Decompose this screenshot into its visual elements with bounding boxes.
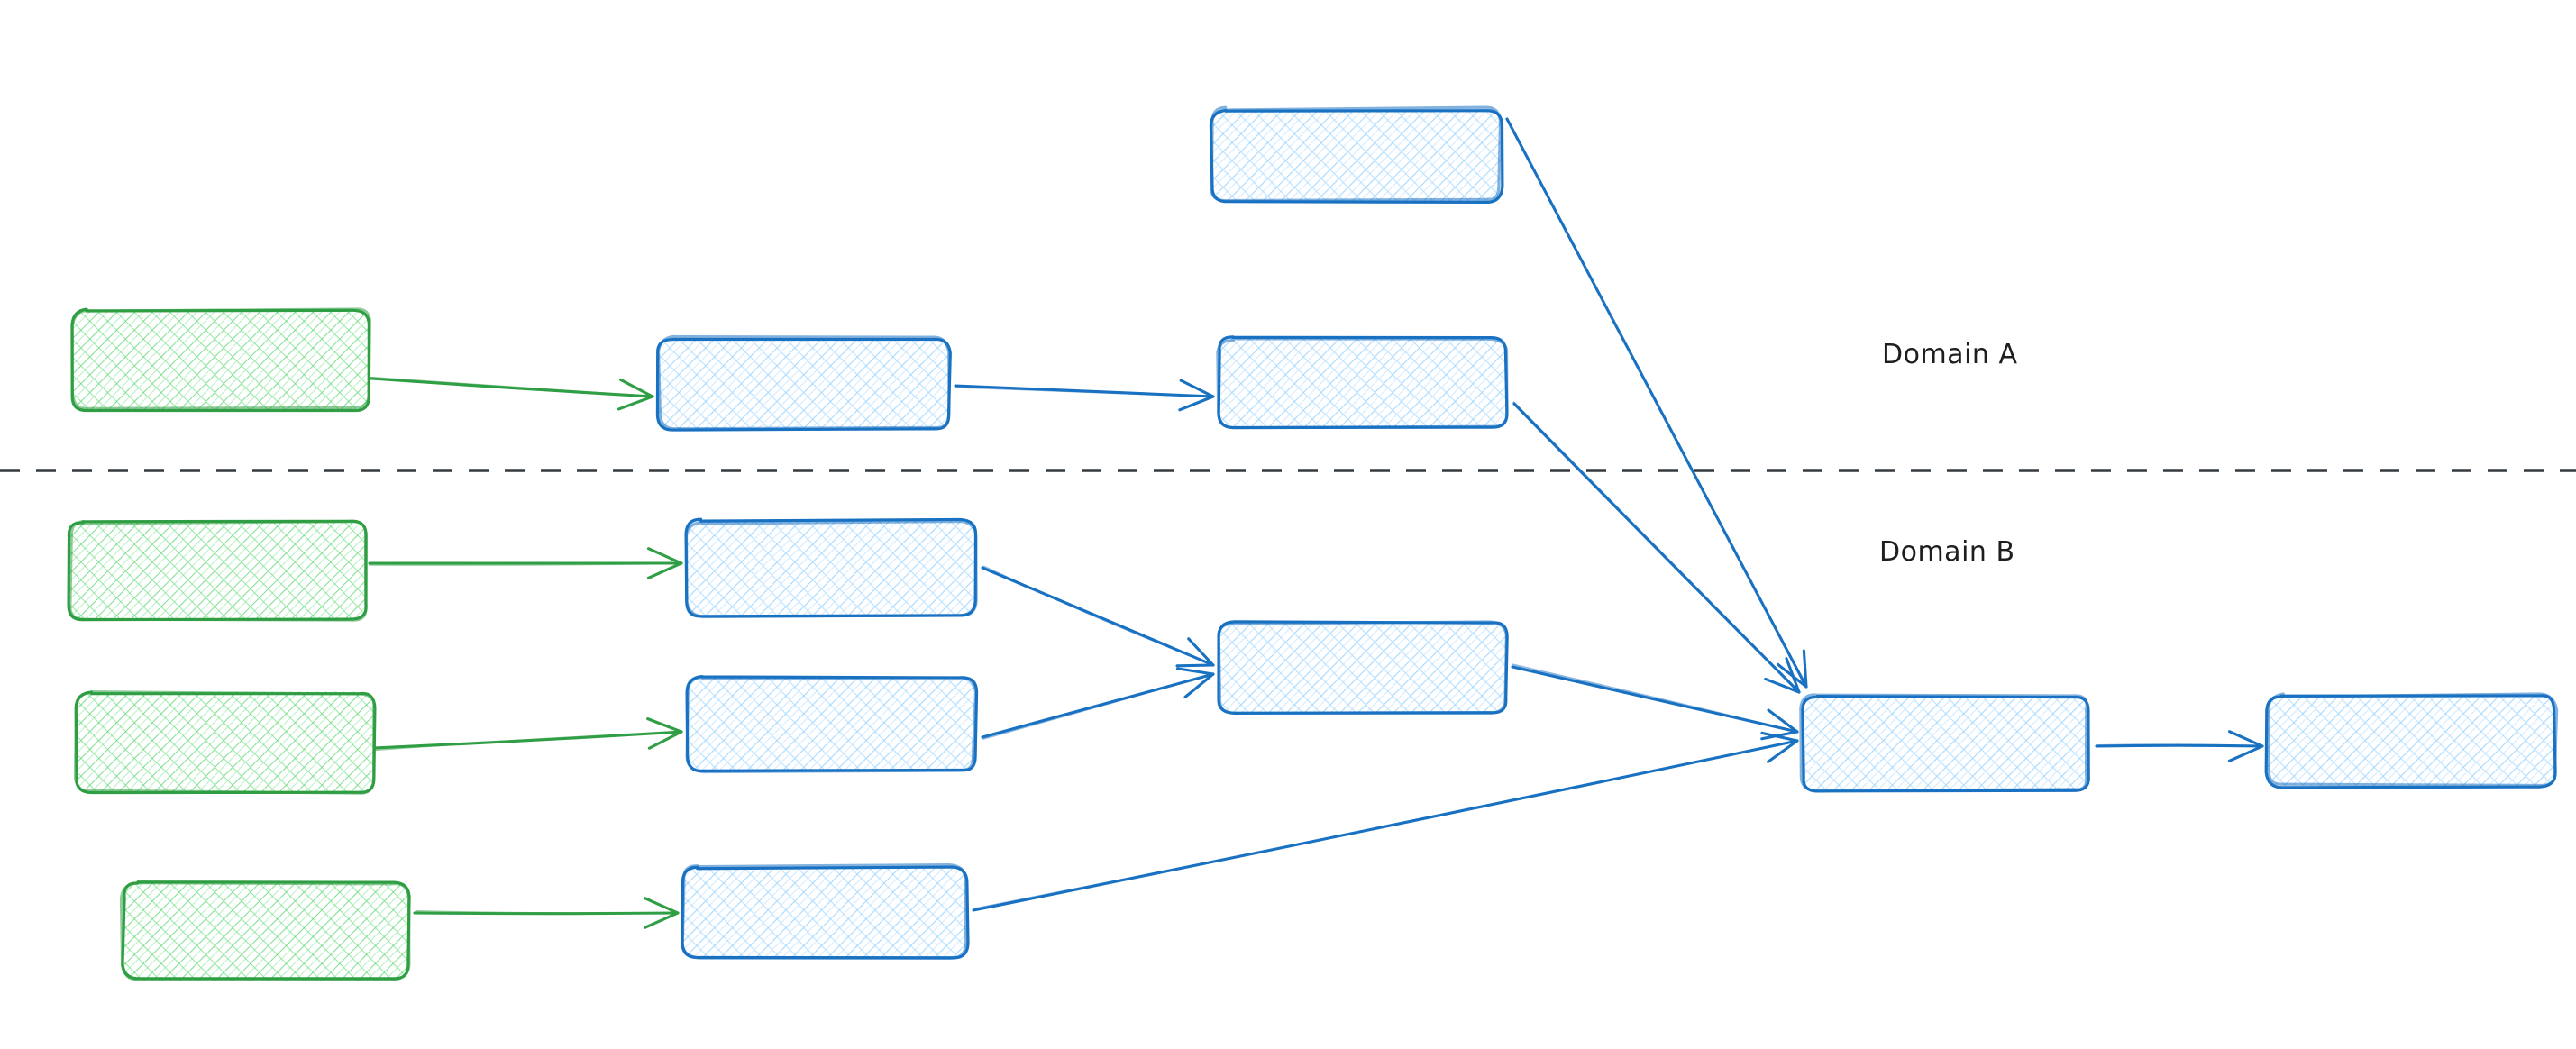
node-b-source-1[interactable] (67, 519, 368, 622)
edge-shaft-ghost (955, 386, 1210, 397)
arrow-head-icon (647, 730, 683, 750)
node-a-stage-2[interactable] (1216, 335, 1509, 430)
arrow-head-icon (1802, 649, 1808, 689)
node-fill-cross-b-sink (2267, 695, 2555, 786)
node-b-source-2[interactable] (73, 690, 377, 795)
edges-layer (368, 117, 2264, 929)
node-outline-ghost-b-source-1 (69, 520, 368, 622)
edge-b-source-1-to-b-stage-1[interactable] (368, 547, 683, 579)
edge-a-top-node-to-b-hub[interactable] (1505, 117, 1808, 689)
label-domain-b: Domain B (1879, 536, 2015, 568)
edge-b-hub-to-b-sink[interactable] (2095, 730, 2264, 762)
edge-b-stage-2-to-b-merge[interactable] (981, 667, 1215, 740)
arrow-head-icon (1179, 379, 1215, 398)
arrow-head-icon (643, 911, 680, 929)
edge-shaft-ghost (982, 674, 1210, 740)
edge-shaft-ghost (415, 910, 674, 915)
node-fill-cross-b-merge (1219, 621, 1506, 715)
node-fill-cross-a-source-1 (71, 311, 370, 412)
node-outline-ghost-b-source-2 (73, 690, 376, 795)
node-a-stage-1[interactable] (655, 334, 952, 432)
node-b-merge[interactable] (1217, 620, 1509, 715)
node-b-sink[interactable] (2264, 692, 2559, 789)
node-fill-cross-b-stage-3 (682, 866, 967, 958)
arrow-head-icon (617, 395, 654, 411)
arrow-head-icon (1767, 708, 1799, 734)
edge-b-merge-to-b-hub[interactable] (1511, 663, 1799, 741)
node-fill-cross-b-source-3 (122, 882, 409, 981)
arrow-head-icon (1178, 395, 1215, 412)
node-outline-ghost-a-stage-1 (656, 334, 951, 431)
arrow-head-icon (1764, 677, 1801, 694)
edge-a-stage-2-to-b-hub[interactable] (1512, 401, 1801, 694)
node-outline-ghost-b-stage-2 (685, 676, 978, 774)
arrow-head-icon (1760, 731, 1799, 743)
node-b-stage-1[interactable] (684, 517, 978, 619)
arrow-head-icon (1760, 730, 1799, 741)
annotations-layer: Domain A Domain B (1879, 339, 2017, 568)
arrow-head-icon (619, 378, 654, 398)
arrow-head-icon (1766, 739, 1799, 763)
node-outline-ghost-b-stage-1 (684, 519, 978, 619)
edge-b-source-3-to-b-stage-3[interactable] (413, 897, 680, 929)
arrow-head-icon (1175, 667, 1215, 676)
node-fill-cross-a-stage-2 (1219, 338, 1507, 428)
node-outline-ghost-b-hub (1799, 693, 2088, 793)
node-b-hub[interactable] (1799, 693, 2090, 793)
arrow-head-icon (1175, 663, 1215, 668)
arrow-head-icon (646, 717, 683, 734)
node-outline-ghost-a-source-1 (70, 307, 372, 410)
node-outline-ghost-b-sink (2267, 692, 2559, 788)
node-outline-ghost-b-merge (1217, 620, 1508, 715)
node-outline-ghost-a-top-node (1210, 105, 1503, 203)
edge-shaft-ghost (369, 561, 678, 566)
edge-b-stage-1-to-b-merge[interactable] (981, 565, 1215, 668)
node-fill-cross-b-source-2 (77, 691, 376, 794)
edge-shaft-ghost (1512, 663, 1794, 732)
edge-shaft-ghost (368, 376, 649, 397)
node-fill-cross-b-stage-2 (686, 677, 975, 772)
node-b-source-3[interactable] (119, 880, 411, 981)
label-domain-a: Domain A (1882, 339, 2017, 370)
edge-shaft-ghost (1506, 119, 1805, 683)
edge-shaft-ghost (1512, 401, 1796, 689)
node-a-top-node[interactable] (1209, 105, 1504, 205)
edge-a-source-1-to-a-stage-1[interactable] (368, 376, 654, 411)
node-outline-ghost-b-source-3 (119, 881, 411, 981)
edge-b-source-2-to-b-stage-2[interactable] (371, 717, 683, 752)
edge-shaft-ghost (973, 741, 1794, 910)
arrow-head-icon (643, 897, 680, 915)
node-outline-ghost-a-stage-2 (1216, 337, 1509, 430)
node-outline-ghost-b-stage-3 (681, 862, 968, 961)
arrow-head-icon (1187, 637, 1215, 667)
node-fill-cross-a-top-node (1210, 109, 1501, 203)
node-fill-cross-b-source-1 (68, 520, 367, 621)
nodes-layer (67, 105, 2559, 981)
arrow-head-icon (2227, 744, 2264, 762)
node-fill-cross-a-stage-1 (658, 338, 949, 429)
edge-shaft-ghost (2096, 743, 2259, 748)
node-fill-cross-b-stage-1 (686, 521, 976, 616)
arrow-head-icon (1785, 657, 1801, 694)
edge-a-stage-1-to-a-stage-2[interactable] (954, 379, 1215, 412)
arrow-head-icon (2227, 730, 2264, 748)
node-b-stage-2[interactable] (685, 674, 979, 774)
edge-shaft-ghost (372, 731, 678, 752)
edge-shaft-ghost (982, 565, 1210, 664)
node-fill-cross-b-hub (1803, 695, 2089, 792)
arrow-head-icon (646, 547, 683, 565)
arrow-head-icon (1183, 672, 1215, 698)
node-b-stage-3[interactable] (681, 862, 970, 961)
arrow-head-icon (646, 561, 683, 579)
edge-b-stage-3-to-b-hub[interactable] (972, 731, 1799, 912)
node-a-source-1[interactable] (70, 307, 372, 413)
